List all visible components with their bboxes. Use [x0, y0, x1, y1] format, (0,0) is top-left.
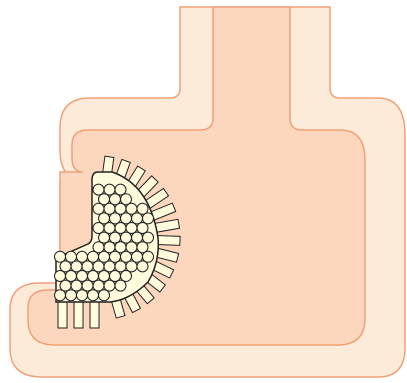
round-cell — [115, 280, 126, 291]
round-cell — [66, 290, 77, 301]
bristle — [156, 236, 180, 246]
round-cell — [55, 290, 66, 301]
round-cell — [137, 261, 148, 272]
round-cell — [88, 290, 99, 301]
round-cell — [77, 290, 88, 301]
round-cell — [99, 290, 110, 301]
